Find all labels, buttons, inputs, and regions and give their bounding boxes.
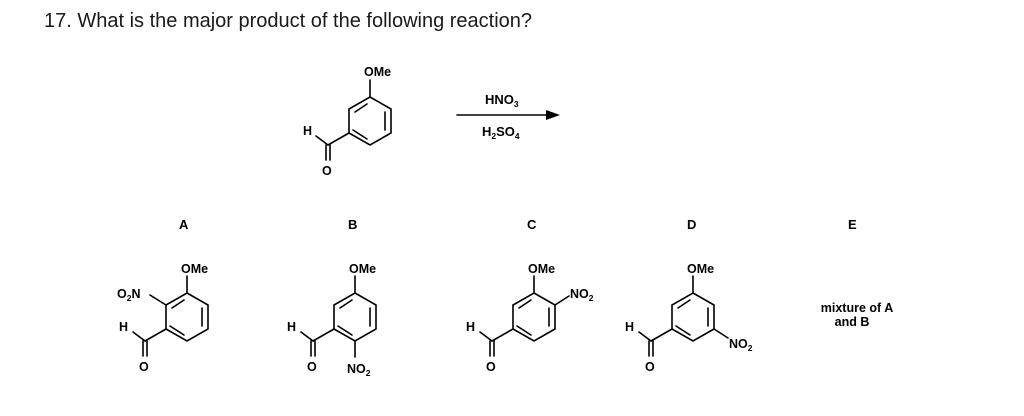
ome-label: OMe <box>364 65 391 79</box>
o-label: O <box>322 164 332 178</box>
option-c[interactable]: C OMe NO2 H O <box>466 217 594 374</box>
question-text: 17. What is the major product of the fol… <box>44 10 533 32</box>
option-b[interactable]: B OMe NO2 H O <box>287 217 377 378</box>
option-a-letter: A <box>179 217 189 232</box>
option-e-text-line2: and B <box>835 315 870 329</box>
option-c-letter: C <box>527 217 537 232</box>
o-label: O <box>307 360 317 374</box>
h-label: H <box>119 320 128 334</box>
h-label: H <box>303 124 312 138</box>
ome-label: OMe <box>181 262 208 276</box>
h-label: H <box>287 320 296 334</box>
option-d-letter: D <box>687 217 696 232</box>
no2-label: NO2 <box>347 362 371 378</box>
option-e-text-line1: mixture of A <box>821 301 893 315</box>
o-label: O <box>486 360 496 374</box>
reagent-hno3: HNO3 <box>485 92 519 109</box>
h-label: H <box>466 320 475 334</box>
no2-label: NO2 <box>570 287 594 303</box>
option-d[interactable]: D OMe NO2 H O <box>625 217 753 374</box>
ome-label: OMe <box>349 262 376 276</box>
no2-label: NO2 <box>729 337 753 353</box>
h-label: H <box>625 320 634 334</box>
option-b-letter: B <box>348 217 357 232</box>
option-a[interactable]: A OMe O2N H O <box>117 217 209 374</box>
option-e[interactable]: E mixture of A and B <box>821 217 893 329</box>
o-label: O <box>645 360 655 374</box>
reagent-h2so4: H2SO4 <box>482 124 520 141</box>
starting-material: OMe H O <box>303 65 392 178</box>
ome-label: OMe <box>687 262 714 276</box>
ome-label: OMe <box>528 262 555 276</box>
o-label: O <box>139 360 149 374</box>
option-e-letter: E <box>848 217 857 232</box>
reaction-arrow: HNO3 H2SO4 <box>456 92 560 141</box>
no2-label: O2N <box>117 287 141 303</box>
